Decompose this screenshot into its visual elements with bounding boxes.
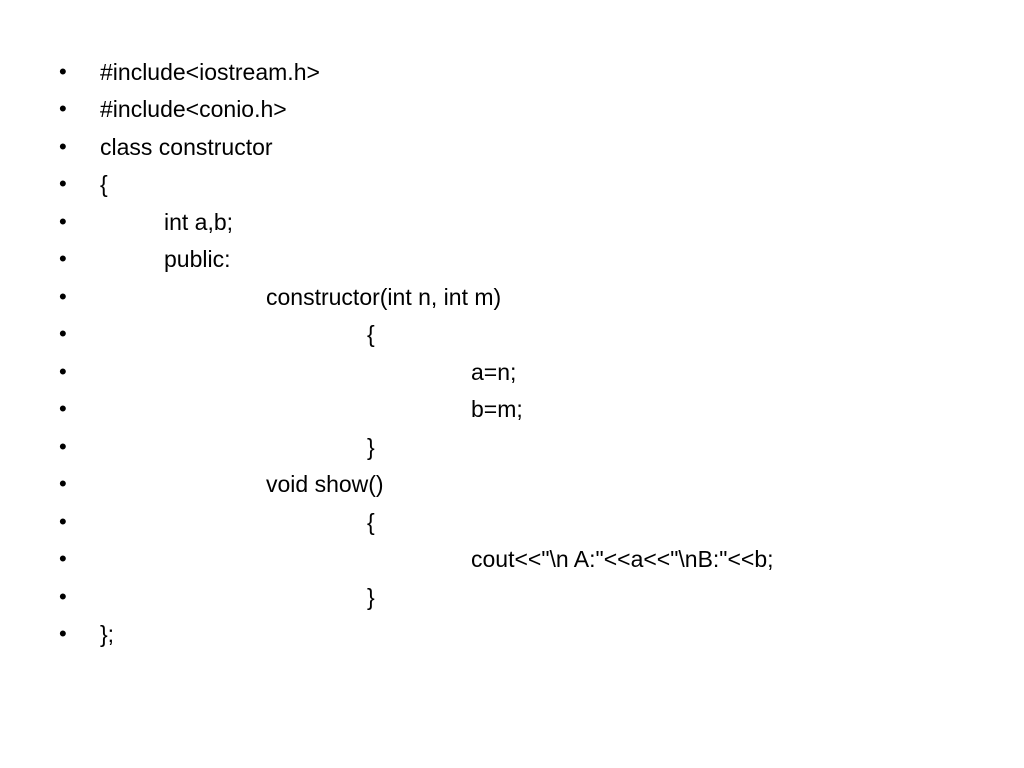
code-line: a=n; <box>471 359 517 385</box>
code-line: { <box>100 171 108 197</box>
list-item: • class constructor <box>0 132 1024 170</box>
code-line: #include<iostream.h> <box>100 59 320 85</box>
list-item: • { <box>0 169 1024 207</box>
bullet-icon: • <box>59 471 67 496</box>
list-item: • a=n; <box>0 357 1024 395</box>
bullet-icon: • <box>59 321 67 346</box>
list-item: • } <box>0 432 1024 470</box>
code-line: b=m; <box>471 396 523 422</box>
list-item: • b=m; <box>0 394 1024 432</box>
bullet-icon: • <box>59 396 67 421</box>
list-item: • }; <box>0 619 1024 657</box>
list-item: • constructor(int n, int m) <box>0 282 1024 320</box>
bullet-icon: • <box>59 359 67 384</box>
bullet-icon: • <box>59 546 67 571</box>
bullet-icon: • <box>59 246 67 271</box>
code-line: class constructor <box>100 134 273 160</box>
list-item: • public: <box>0 244 1024 282</box>
list-item: • } <box>0 582 1024 620</box>
list-item: • int a,b; <box>0 207 1024 245</box>
bullet-icon: • <box>59 284 67 309</box>
code-line: { <box>367 509 375 535</box>
code-line: int a,b; <box>164 209 234 235</box>
list-item: • #include<iostream.h> <box>0 57 1024 95</box>
list-item: • { <box>0 507 1024 545</box>
bullet-icon: • <box>59 209 67 234</box>
bullet-icon: • <box>59 434 67 459</box>
list-item: • #include<conio.h> <box>0 94 1024 132</box>
code-line: void show() <box>266 471 384 497</box>
code-line: } <box>367 584 375 610</box>
code-line: } <box>367 434 375 460</box>
code-line: cout<<"\n A:"<<a<<"\nB:"<<b; <box>471 546 774 572</box>
bullet-icon: • <box>59 96 67 121</box>
list-item: • cout<<"\n A:"<<a<<"\nB:"<<b; <box>0 544 1024 582</box>
code-line: #include<conio.h> <box>100 96 287 122</box>
bullet-icon: • <box>59 509 67 534</box>
bullet-icon: • <box>59 584 67 609</box>
bullet-icon: • <box>59 171 67 196</box>
bullet-icon: • <box>59 59 67 84</box>
code-line: public: <box>164 246 231 272</box>
bullet-icon: • <box>59 134 67 159</box>
list-item: • { <box>0 319 1024 357</box>
code-line: { <box>367 321 375 347</box>
code-line: constructor(int n, int m) <box>266 284 502 310</box>
code-line: }; <box>100 621 115 647</box>
list-item: • void show() <box>0 469 1024 507</box>
bullet-icon: • <box>59 621 67 646</box>
